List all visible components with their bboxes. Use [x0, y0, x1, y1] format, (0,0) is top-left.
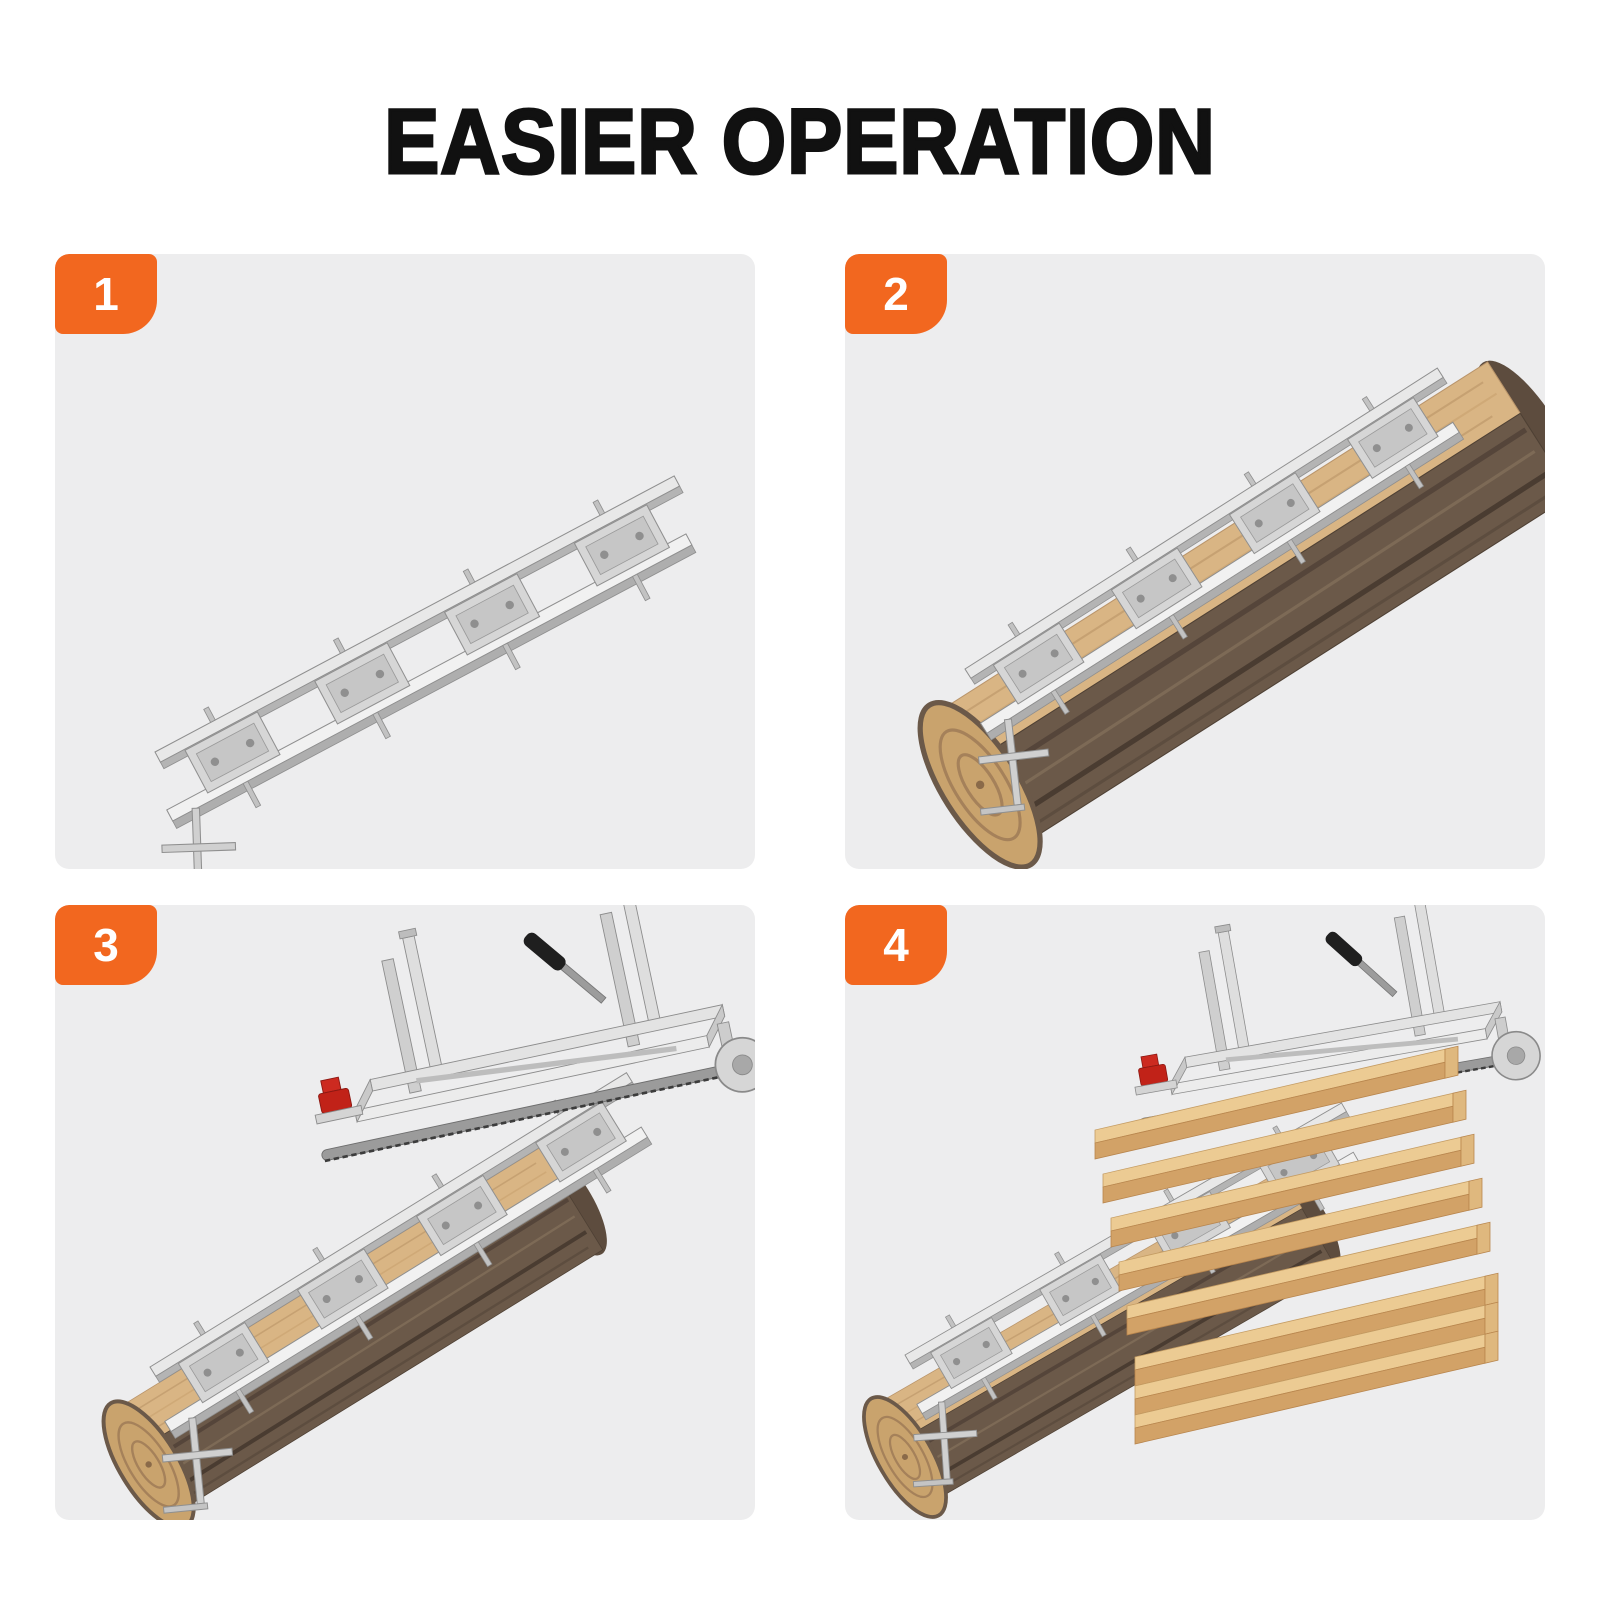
step3-mill-on-rail-illustration [55, 905, 755, 1520]
step2-rail-on-log-illustration [845, 254, 1545, 869]
step-4-number: 4 [883, 919, 909, 971]
guide-rail [88, 463, 755, 869]
page-title: EASIER OPERATION [383, 91, 1217, 193]
steps-grid: 1 2 3 [55, 254, 1545, 1520]
step4-finished-boards-illustration [845, 905, 1545, 1520]
step-panel-2: 2 [845, 254, 1545, 869]
step-3-badge: 3 [55, 905, 157, 985]
step-panel-1: 1 [55, 254, 755, 869]
step-1-number: 1 [93, 268, 119, 320]
chainsaw-mill [1108, 905, 1544, 1146]
step1-guide-rail-frame-illustration [55, 254, 755, 869]
step-panel-3: 3 [55, 905, 755, 1520]
chainsaw-mill [280, 905, 755, 1181]
step-panel-4: 4 [845, 905, 1545, 1520]
log [897, 340, 1545, 869]
step-3-number: 3 [93, 919, 119, 971]
step-4-badge: 4 [845, 905, 947, 985]
step-2-badge: 2 [845, 254, 947, 334]
step-2-number: 2 [883, 268, 909, 320]
step-1-badge: 1 [55, 254, 157, 334]
